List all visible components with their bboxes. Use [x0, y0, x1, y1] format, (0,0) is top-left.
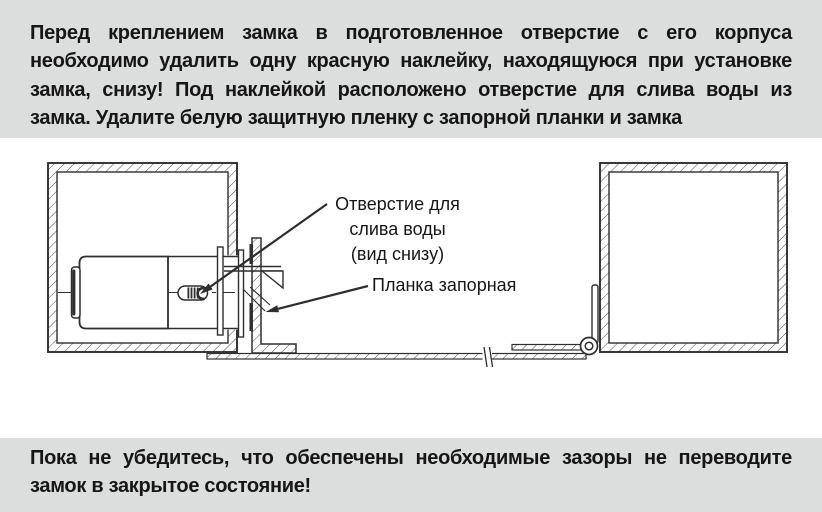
top-warning-line-2: необходимо удалить одну красную наклейку…	[30, 50, 792, 73]
door-panel	[206, 343, 587, 368]
drain-hole-label-line-3: (вид снизу)	[350, 244, 445, 264]
top-warning-line-4: замка. Удалите белую защитную пленку с з…	[30, 107, 682, 130]
plate-slot-bottom	[249, 303, 253, 331]
drain-hole-label-line-2: слива воды	[349, 219, 446, 239]
drain-hole-label-line-1: Отверстие для	[335, 194, 460, 214]
leader-arrow-lock-plate	[265, 284, 369, 313]
drain-hole-detail	[177, 285, 209, 301]
right-enclosure	[599, 162, 788, 353]
lock-plate-label: Планка запорная	[372, 275, 517, 295]
break-marks	[483, 346, 494, 368]
drain-hole-label: Отверстие для слива воды (вид снизу)	[327, 192, 468, 267]
outer-mounting-plate	[237, 249, 245, 338]
bottom-warning-line-2: замок в закрытое состояние!	[30, 475, 311, 498]
top-warning-line-3: замка, снизу! Под наклейкой расположено …	[30, 78, 792, 101]
leader-arrow-drain-hole	[200, 203, 328, 294]
top-warning-panel: Перед креплением замка в подготовленное …	[0, 0, 822, 138]
bottom-warning-line-1: Пока не убедитесь, что обеспечены необхо…	[30, 447, 792, 469]
lock-cylinder	[58, 246, 246, 338]
hinge-pin	[584, 341, 594, 351]
top-warning-line-1: Перед креплением замка в подготовленное …	[30, 22, 792, 44]
hinge-leaf	[591, 284, 599, 344]
hinge	[579, 284, 599, 356]
bottom-warning-panel: Пока не убедитесь, что обеспечены необхо…	[0, 438, 822, 512]
plate-slot-top	[249, 244, 253, 264]
inner-mounting-plate	[216, 246, 224, 336]
